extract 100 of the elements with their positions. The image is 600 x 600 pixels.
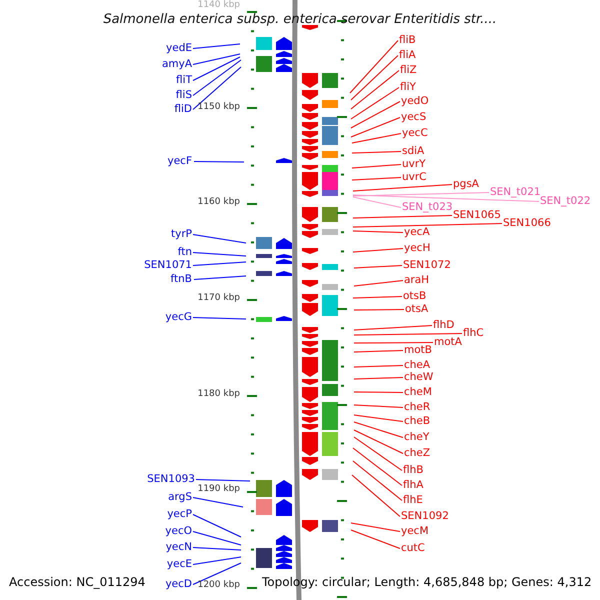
- gene-label: SEN1072: [403, 259, 451, 272]
- gene-label: fliY: [400, 81, 416, 94]
- scale-label: 1190 kbp: [198, 484, 240, 494]
- leader-line: [194, 276, 246, 280]
- leader-line: [192, 547, 242, 550]
- leader-line: [350, 40, 398, 94]
- leader-line: [354, 333, 462, 336]
- leader-line: [352, 192, 490, 196]
- gene-label: SEN_t022: [540, 195, 591, 208]
- leader-line: [354, 309, 404, 310]
- leader-line: [192, 56, 240, 81]
- gene-label: fliA: [399, 49, 416, 62]
- leader-line: [354, 325, 432, 330]
- leader-line: [350, 101, 400, 128]
- gene-label: yecN: [166, 541, 192, 554]
- leader-line: [354, 377, 404, 380]
- gene-label: ftn: [178, 246, 192, 259]
- leader-line: [350, 70, 400, 110]
- leader-line: [192, 234, 246, 244]
- leader-line: [192, 497, 244, 508]
- gene-label: cheA: [404, 359, 430, 372]
- gene-label: yecH: [404, 242, 430, 255]
- gene-label: sdiA: [402, 145, 424, 158]
- leader-line: [354, 342, 434, 344]
- leader-line: [192, 514, 242, 538]
- gene-label: yedE: [166, 42, 192, 55]
- leader-line: [192, 60, 242, 96]
- gene-label: fliS: [176, 89, 192, 102]
- gene-label: otsA: [405, 303, 428, 316]
- gene-label: fliD: [174, 103, 192, 116]
- accession-text: Accession: NC_011294: [9, 575, 146, 589]
- gene-label: cheR: [404, 401, 430, 414]
- gene-label: cutC: [401, 542, 425, 555]
- gene-label: yecC: [402, 127, 428, 140]
- leader-line: [350, 530, 400, 549]
- leader-line: [352, 196, 402, 208]
- gene-label: flhC: [463, 327, 484, 340]
- leader-line: [352, 223, 502, 228]
- gene-label: SEN1093: [147, 473, 195, 486]
- leader-line: [352, 151, 402, 154]
- gene-label: yecS: [401, 111, 426, 124]
- gene-label: cheB: [404, 415, 430, 428]
- leader-line: [352, 164, 402, 168]
- genome-stats-text: Topology: circular; Length: 4,685,848 bp; Genes: 4,312: [262, 575, 592, 589]
- gene-label: ftnB: [170, 273, 192, 286]
- leader-line: [352, 296, 402, 298]
- gene-label: fliT: [176, 74, 192, 87]
- leader-line: [350, 117, 400, 138]
- leader-line: [354, 350, 404, 352]
- gene-label: pgsA: [453, 178, 479, 191]
- scale-label: 1200 kbp: [198, 580, 240, 590]
- gene-label: argS: [168, 491, 192, 504]
- leader-line: [194, 161, 244, 162]
- gene-label: yecG: [165, 311, 192, 324]
- gene-label: yecO: [165, 525, 192, 538]
- gene-label: cheW: [404, 371, 434, 384]
- gene-label: cheZ: [404, 447, 430, 460]
- leader-line: [352, 194, 540, 202]
- scale-label: 1140 kbp: [198, 0, 240, 10]
- scale-label: 1170 kbp: [198, 293, 240, 303]
- gene-label: cheY: [404, 431, 430, 444]
- gene-label: fliB: [399, 34, 416, 47]
- leader-line: [192, 66, 242, 110]
- gene-label: amyA: [162, 58, 192, 71]
- gene-label: uvrY: [402, 158, 426, 171]
- gene-label: fliZ: [400, 64, 417, 77]
- gene-label: yedO: [401, 95, 429, 108]
- leader-line: [354, 430, 404, 454]
- gene-label: yecM: [401, 525, 429, 538]
- gene-label: SEN1071: [144, 259, 192, 272]
- leader-line: [352, 474, 400, 517]
- gene-label: motA: [434, 336, 462, 349]
- leader-line: [354, 436, 402, 471]
- gene-label: SEN1092: [401, 510, 449, 523]
- gene-label: SEN1065: [453, 209, 501, 222]
- leader-line: [192, 317, 246, 320]
- leader-line: [350, 55, 398, 100]
- gene-label: yecA: [404, 226, 430, 239]
- gene-label: uvrC: [402, 171, 427, 184]
- leader-line: [354, 392, 404, 393]
- leader-line: [354, 404, 404, 408]
- scale-label: 1180 kbp: [198, 389, 240, 399]
- gene-label: cheM: [404, 386, 432, 399]
- leader-line: [192, 531, 242, 546]
- gene-label: araH: [404, 274, 430, 287]
- leader-line: [192, 562, 242, 585]
- genome-title: Salmonella enterica subsp. enterica serovar Enteritidis str....: [102, 12, 498, 27]
- gene-label: yecF: [168, 155, 192, 168]
- leader-line: [196, 479, 250, 482]
- gene-label: flhA: [403, 479, 424, 492]
- leader-line: [350, 87, 400, 120]
- leader-line: [354, 265, 402, 268]
- leader-line: [192, 262, 246, 266]
- leader-line: [192, 44, 240, 49]
- scale-label: 1150 kbp: [198, 102, 240, 112]
- gene-label: flhB: [403, 464, 424, 477]
- gene-label: motB: [404, 344, 432, 357]
- gene-label: yecE: [166, 558, 192, 571]
- gene-label: SEN1066: [503, 217, 551, 230]
- leader-line: [354, 414, 404, 422]
